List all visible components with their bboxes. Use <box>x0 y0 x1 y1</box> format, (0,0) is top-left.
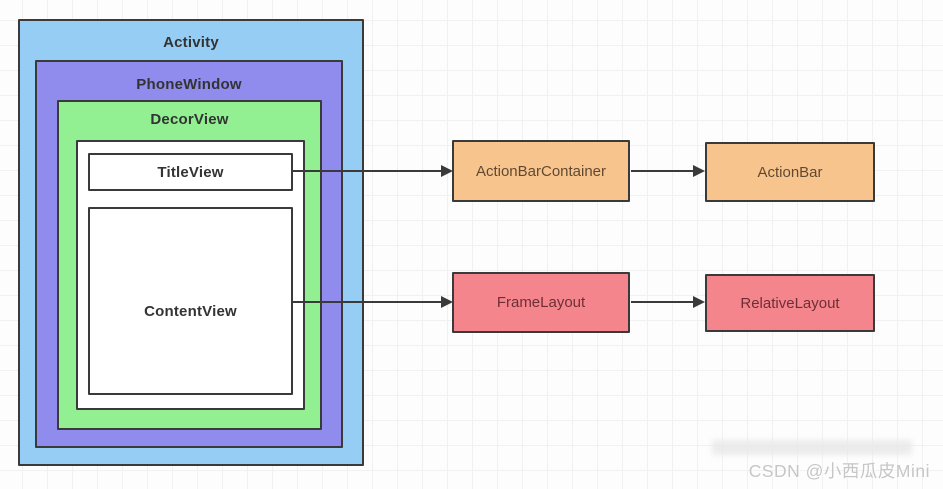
node-decorview-label: DecorView <box>150 111 229 128</box>
node-actionbarcontainer: ActionBarContainer <box>452 140 630 202</box>
node-contentview-label: ContentView <box>144 302 237 320</box>
arrow-head-icon <box>441 296 453 308</box>
node-titleview-label: TitleView <box>157 163 224 181</box>
arrow-head-icon <box>693 296 705 308</box>
node-activity-label: Activity <box>163 34 219 51</box>
node-actionbar: ActionBar <box>705 142 875 202</box>
node-actionbarcontainer-label: ActionBarContainer <box>475 162 607 180</box>
node-relativelayout: RelativeLayout <box>705 274 875 332</box>
node-titleview: TitleView <box>88 153 293 191</box>
node-actionbar-label: ActionBar <box>757 163 823 181</box>
node-framelayout-label: FrameLayout <box>496 294 586 311</box>
arrow-line <box>293 301 441 303</box>
arrow-line <box>631 301 693 303</box>
arrow-head-icon <box>693 165 705 177</box>
arrow-head-icon <box>441 165 453 177</box>
node-contentview: ContentView <box>88 207 293 395</box>
arrow-line <box>293 170 441 172</box>
node-phonewindow-label: PhoneWindow <box>136 76 242 93</box>
watermark-text: CSDN @小西瓜皮Mini <box>748 461 930 481</box>
node-framelayout: FrameLayout <box>452 272 630 333</box>
arrow-line <box>631 170 693 172</box>
watermark-blur-band <box>712 440 912 455</box>
node-relativelayout-label: RelativeLayout <box>740 294 840 312</box>
